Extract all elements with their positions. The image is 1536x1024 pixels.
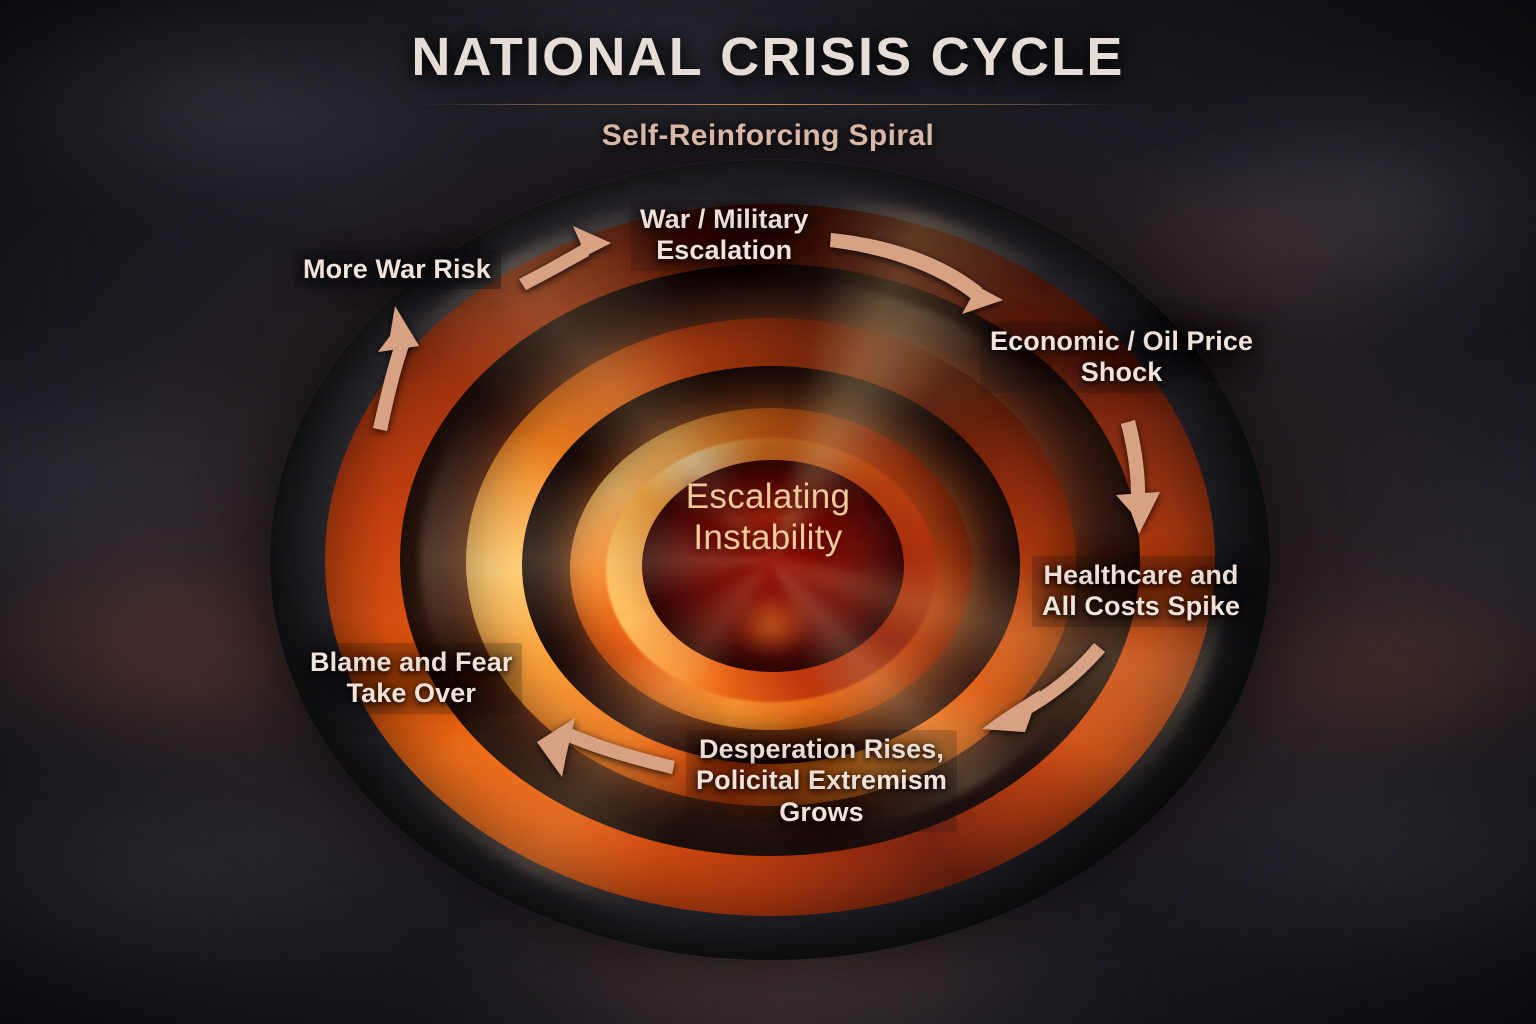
title-divider: [418, 104, 1118, 105]
center-label-escalating-instability: Escalating Instability: [685, 477, 851, 558]
cycle-node-healthcare-costs-spike: Healthcare and All Costs Spike: [1032, 556, 1251, 627]
cycle-node-economic-oil-price-shock: Economic / Oil Price Shock: [980, 322, 1264, 393]
page-subtitle: Self-Reinforcing Spiral: [601, 119, 935, 152]
page-title: NATIONAL CRISIS CYCLE: [411, 27, 1125, 87]
cycle-node-blame-and-fear: Blame and Fear Take Over: [300, 643, 523, 714]
cycle-node-desperation-extremism: Desperation Rises, Policital Extremism G…: [686, 730, 958, 832]
cycle-node-more-war-risk: More War Risk: [293, 250, 501, 290]
infographic-header: NATIONAL CRISIS CYCLE Self-Reinforcing S…: [0, 26, 1536, 153]
vortex-core-flame: [712, 570, 832, 660]
cycle-node-war-military-escalation: War / Military Escalation: [630, 200, 819, 271]
